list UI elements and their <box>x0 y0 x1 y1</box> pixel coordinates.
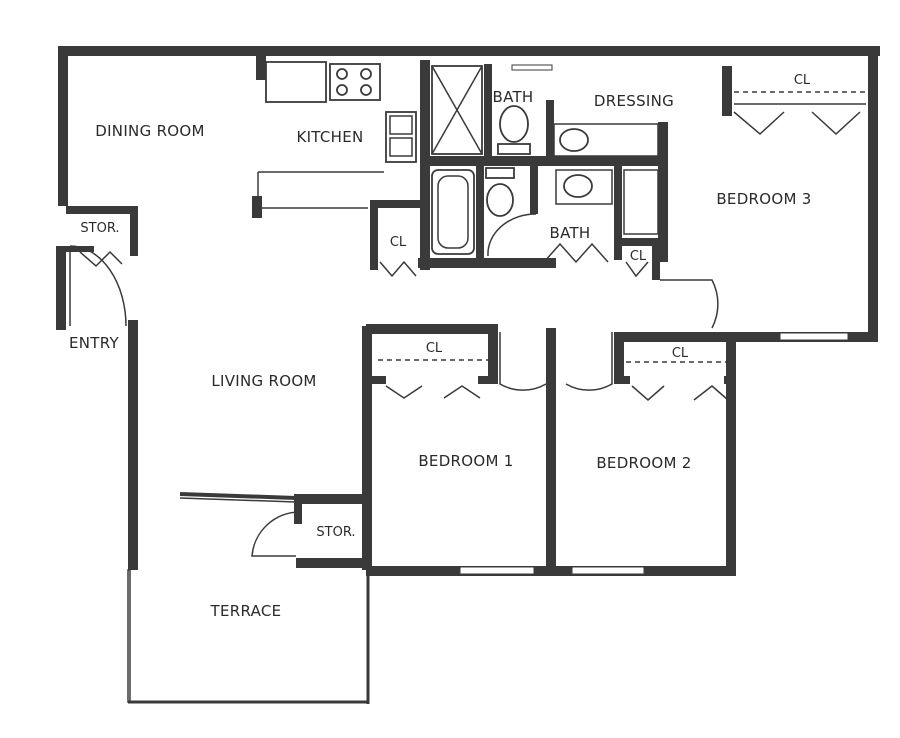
bedroom2-label: BEDROOM 2 <box>596 454 691 472</box>
kitchen-fixtures <box>265 61 417 163</box>
storage-terrace-label: STOR. <box>316 525 355 540</box>
doors <box>69 111 861 557</box>
kitchen-label: KITCHEN <box>296 128 363 146</box>
closet-bedroom2-label: CL <box>672 346 689 361</box>
closet-rods <box>378 91 866 363</box>
room-labels: DINING ROOM KITCHEN BATH DRESSING CL BED… <box>69 73 811 620</box>
sink-icon <box>385 111 417 163</box>
bedroom3-label: BEDROOM 3 <box>716 190 811 208</box>
entry-label: ENTRY <box>69 334 120 352</box>
dressing-label: DRESSING <box>594 92 674 110</box>
terrace-railing <box>127 492 370 704</box>
sink-icon <box>559 128 589 152</box>
closet-bath-label: CL <box>630 249 647 264</box>
terrace-label: TERRACE <box>210 602 282 620</box>
bath-mid-label: BATH <box>549 224 590 242</box>
toilet-icon <box>486 183 514 217</box>
closet-bedroom1-label: CL <box>426 341 443 356</box>
storage-entry-label: STOR. <box>80 221 119 236</box>
refrigerator <box>265 61 327 103</box>
bath-top-label: BATH <box>492 88 533 106</box>
sink-icon <box>563 174 593 198</box>
bathtub-icon <box>431 169 475 255</box>
dining-room-label: DINING ROOM <box>95 122 205 140</box>
windows <box>459 64 849 575</box>
bedroom1-label: BEDROOM 1 <box>418 452 513 470</box>
closet-hall-label: CL <box>390 235 407 250</box>
living-room-label: LIVING ROOM <box>211 372 316 390</box>
interior-walls <box>66 56 738 574</box>
stove-icon <box>329 63 381 101</box>
bath-fixtures <box>431 65 659 255</box>
toilet-icon <box>499 105 529 143</box>
closet-bedroom3-label: CL <box>794 73 811 88</box>
